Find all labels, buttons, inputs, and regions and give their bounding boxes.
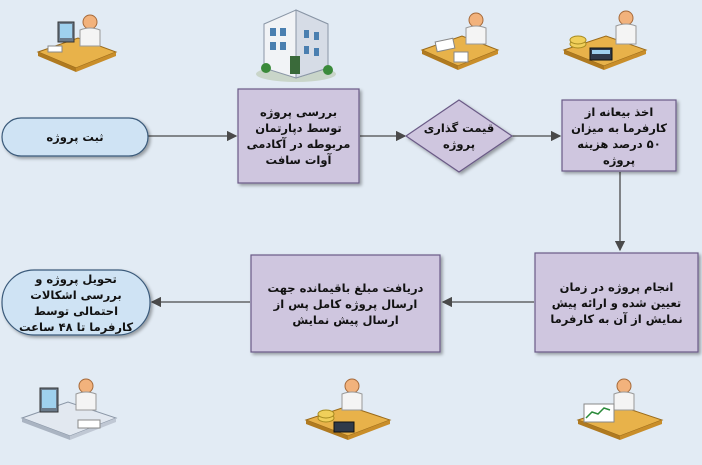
chart-analyst-icon (576, 378, 664, 440)
review-label: بررسی پروژه توسط دپارتمان مربوطه در آکاد… (246, 105, 351, 167)
start-label: ثبت پروژه (46, 130, 104, 144)
pricing-decision-diamond (404, 99, 514, 173)
pricing-label: قیمت گذاری پروژه (423, 121, 495, 151)
execute-label: انجام پروژه در زمان تعیین شده و ارائه پی… (550, 279, 683, 326)
review-process-box (237, 88, 360, 184)
final-payment-label: دریافت مبلغ باقیمانده جهت ارسال پروژه کا… (267, 280, 424, 327)
computer-user-icon (20, 378, 118, 440)
deposit-label: اخذ بیعانه از کارفرما به میزان ۵۰ درصد ه… (571, 104, 667, 167)
accountant-calculator-icon (562, 10, 648, 70)
deposit-process-box (561, 99, 677, 172)
connectors (148, 130, 626, 308)
office-building-icon (256, 9, 336, 82)
clerk-documents-icon (420, 12, 500, 70)
start-terminator (1, 117, 149, 157)
cashier-coins-icon (304, 378, 392, 440)
execute-process-box (534, 252, 699, 353)
delivery-terminator (1, 269, 151, 336)
final-payment-process-box (250, 254, 441, 353)
delivery-label: تحویل پروژه و بررسی اشکالات احتمالی توسط… (18, 271, 134, 334)
desk-worker-icon (36, 14, 118, 72)
